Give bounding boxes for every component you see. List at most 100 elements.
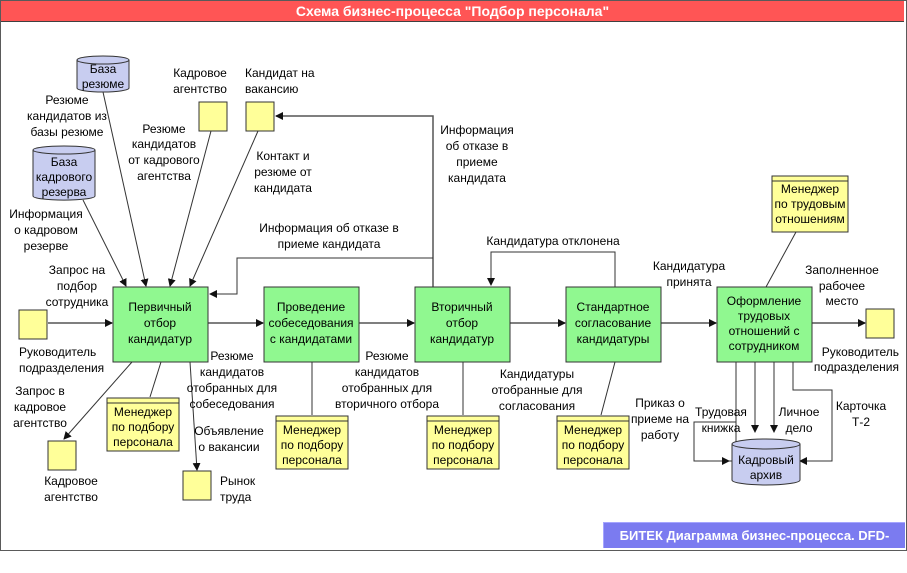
process-interview[interactable]: Проведение собеседования с кандидатами [263, 286, 360, 363]
process-label: трудовых [738, 309, 790, 323]
process-label: кандидатур [128, 332, 192, 346]
svg-text:Резюме: Резюме [365, 349, 409, 363]
diagram-title: Схема бизнес-процесса "Подбор персонала" [1, 1, 904, 22]
svg-text:кандидатов: кандидатов [132, 137, 196, 151]
svg-text:Резюме: Резюме [210, 349, 254, 363]
external-labor-market[interactable]: Рынок труда [182, 470, 256, 504]
datastore-label: Кадровый [738, 453, 794, 467]
svg-text:приеме: приеме [456, 155, 498, 169]
svg-text:работу: работу [641, 428, 679, 442]
process-employment[interactable]: Оформление трудовых отношений с сотрудни… [716, 286, 813, 363]
actor-manager-2[interactable]: Менеджер по подбору персонала [275, 415, 349, 470]
process-label: Вторичный [431, 300, 492, 314]
actor-label: Менеджер [564, 423, 623, 437]
svg-text:базы резюме: базы резюме [31, 125, 104, 139]
actor-label: по подбору [112, 420, 175, 434]
datastore-label: резерва [42, 185, 87, 199]
datastore-resume[interactable]: База резюме [76, 55, 130, 93]
process-label: Стандартное [577, 300, 650, 314]
external-head-right[interactable]: Руководитель подразделения [814, 308, 899, 374]
footer-badge: БИТЕК Диаграмма бизнес-процесса. DFD-схе… [603, 522, 905, 568]
datastore-reserve[interactable]: База кадрового резерва [32, 145, 96, 201]
flow-agency [167, 130, 212, 287]
process-label: сотрудником [729, 339, 800, 353]
external-label: подразделения [19, 361, 104, 375]
svg-text:отобранных для: отобранных для [342, 381, 432, 395]
flow-vacancy [189, 361, 201, 471]
svg-text:отобранные для: отобранные для [491, 383, 582, 397]
flow-agency-request [63, 361, 133, 440]
external-label: вакансию [245, 82, 298, 96]
external-label: подразделения [814, 360, 899, 374]
svg-text:агентство: агентство [13, 416, 67, 430]
svg-text:от кадрового: от кадрового [128, 153, 200, 167]
flow-label-contact: Контакт и резюме от кандидата [254, 149, 312, 195]
external-label: Кандидат на [245, 66, 315, 80]
svg-text:кандидата: кандидата [254, 181, 312, 195]
svg-text:согласования: согласования [499, 399, 575, 413]
link-actor-1 [149, 361, 162, 398]
datastore-label: архив [750, 468, 782, 482]
process-primary-selection[interactable]: Первичный отбор кандидатур [112, 286, 209, 363]
svg-text:Запрос на: Запрос на [49, 263, 106, 277]
flow-label-approval: Кандидатуры отобранные для согласования [491, 367, 582, 413]
process-label: отношений с [729, 324, 800, 338]
actor-manager-3[interactable]: Менеджер по подбору персонала [426, 415, 500, 470]
actor-label: отношениям [775, 212, 845, 226]
flow-label-vacancy: Объявление о вакансии [194, 424, 264, 454]
external-candidate[interactable]: Кандидат на вакансию [245, 66, 315, 132]
flow-label-reserve-info: Информация о кадровом резерве [9, 207, 82, 253]
flow-label-agency-request: Запрос в кадровое агентство [13, 384, 67, 430]
actor-label: персонала [113, 435, 173, 449]
process-label: кандидатур [430, 332, 494, 346]
flow-order [693, 362, 737, 465]
actor-manager-labor[interactable]: Менеджер по трудовым отношениям [771, 175, 849, 233]
svg-text:Приказ о: Приказ о [635, 396, 685, 410]
svg-text:Кандидатура отклонена: Кандидатура отклонена [486, 234, 620, 248]
external-label: Кадровое [173, 66, 227, 80]
actor-manager-4[interactable]: Менеджер по подбору персонала [556, 415, 630, 470]
svg-text:кандидатов: кандидатов [200, 365, 264, 379]
external-agency-bottom[interactable]: Кадровое агентство [44, 440, 98, 504]
external-agency-top[interactable]: Кадровое агентство [173, 66, 228, 132]
actor-label: персонала [563, 453, 623, 467]
actor-manager-1[interactable]: Менеджер по подбору персонала [106, 397, 180, 452]
svg-text:кадровое: кадровое [14, 400, 66, 414]
datastore-label: резюме [82, 77, 125, 91]
datastore-archive[interactable]: Кадровый архив [731, 438, 801, 486]
flow-label-resume-db: Резюме кандидатов из базы резюме [27, 93, 107, 139]
process-label: Оформление [727, 294, 802, 308]
dfd-diagram: Первичный отбор кандидатур Проведение со… [9, 55, 899, 504]
external-head-left[interactable]: Руководитель подразделения [18, 309, 104, 375]
actor-label: по подбору [281, 438, 344, 452]
datastore-label: База [51, 155, 78, 169]
link-actor-4 [600, 361, 616, 416]
svg-text:о кадровом: о кадровом [14, 223, 78, 237]
process-approval[interactable]: Стандартное согласование кандидатуры [565, 286, 662, 363]
flow-label-workbook: Трудовая книжка [695, 405, 747, 435]
flow-label-rejected: Кандидатура отклонена [486, 234, 620, 248]
svg-text:книжка: книжка [702, 421, 741, 435]
process-label: отбор [144, 316, 176, 330]
svg-text:отобранных для: отобранных для [187, 381, 277, 395]
flow-label-interview-resume: Резюме кандидатов отобранных для собесед… [187, 349, 277, 411]
svg-text:Информация: Информация [440, 123, 513, 137]
svg-text:резерве: резерве [24, 239, 69, 253]
svg-text:об отказе в: об отказе в [446, 139, 509, 153]
svg-text:Объявление: Объявление [194, 424, 264, 438]
actor-label: по трудовым [774, 197, 845, 211]
svg-text:сотрудника: сотрудника [46, 295, 109, 309]
process-secondary-selection[interactable]: Вторичный отбор кандидатур [414, 286, 511, 363]
svg-text:приеме кандидата: приеме кандидата [278, 237, 381, 251]
flow-label-second-resume: Резюме кандидатов отобранных для вторичн… [335, 349, 439, 411]
flow-reject-to-p1 [209, 257, 433, 298]
svg-text:кандидатов из: кандидатов из [27, 109, 107, 123]
svg-text:Кандидатура: Кандидатура [653, 259, 726, 273]
flow-label-personal-file: Личное дело [779, 405, 820, 435]
actor-label: персонала [433, 453, 493, 467]
external-label: Рынок [220, 474, 256, 488]
datastore-label: кадрового [36, 170, 93, 184]
actor-label: персонала [282, 453, 342, 467]
actor-label: Менеджер [434, 423, 493, 437]
flow-label-order: Приказ о приеме на работу [631, 396, 689, 442]
